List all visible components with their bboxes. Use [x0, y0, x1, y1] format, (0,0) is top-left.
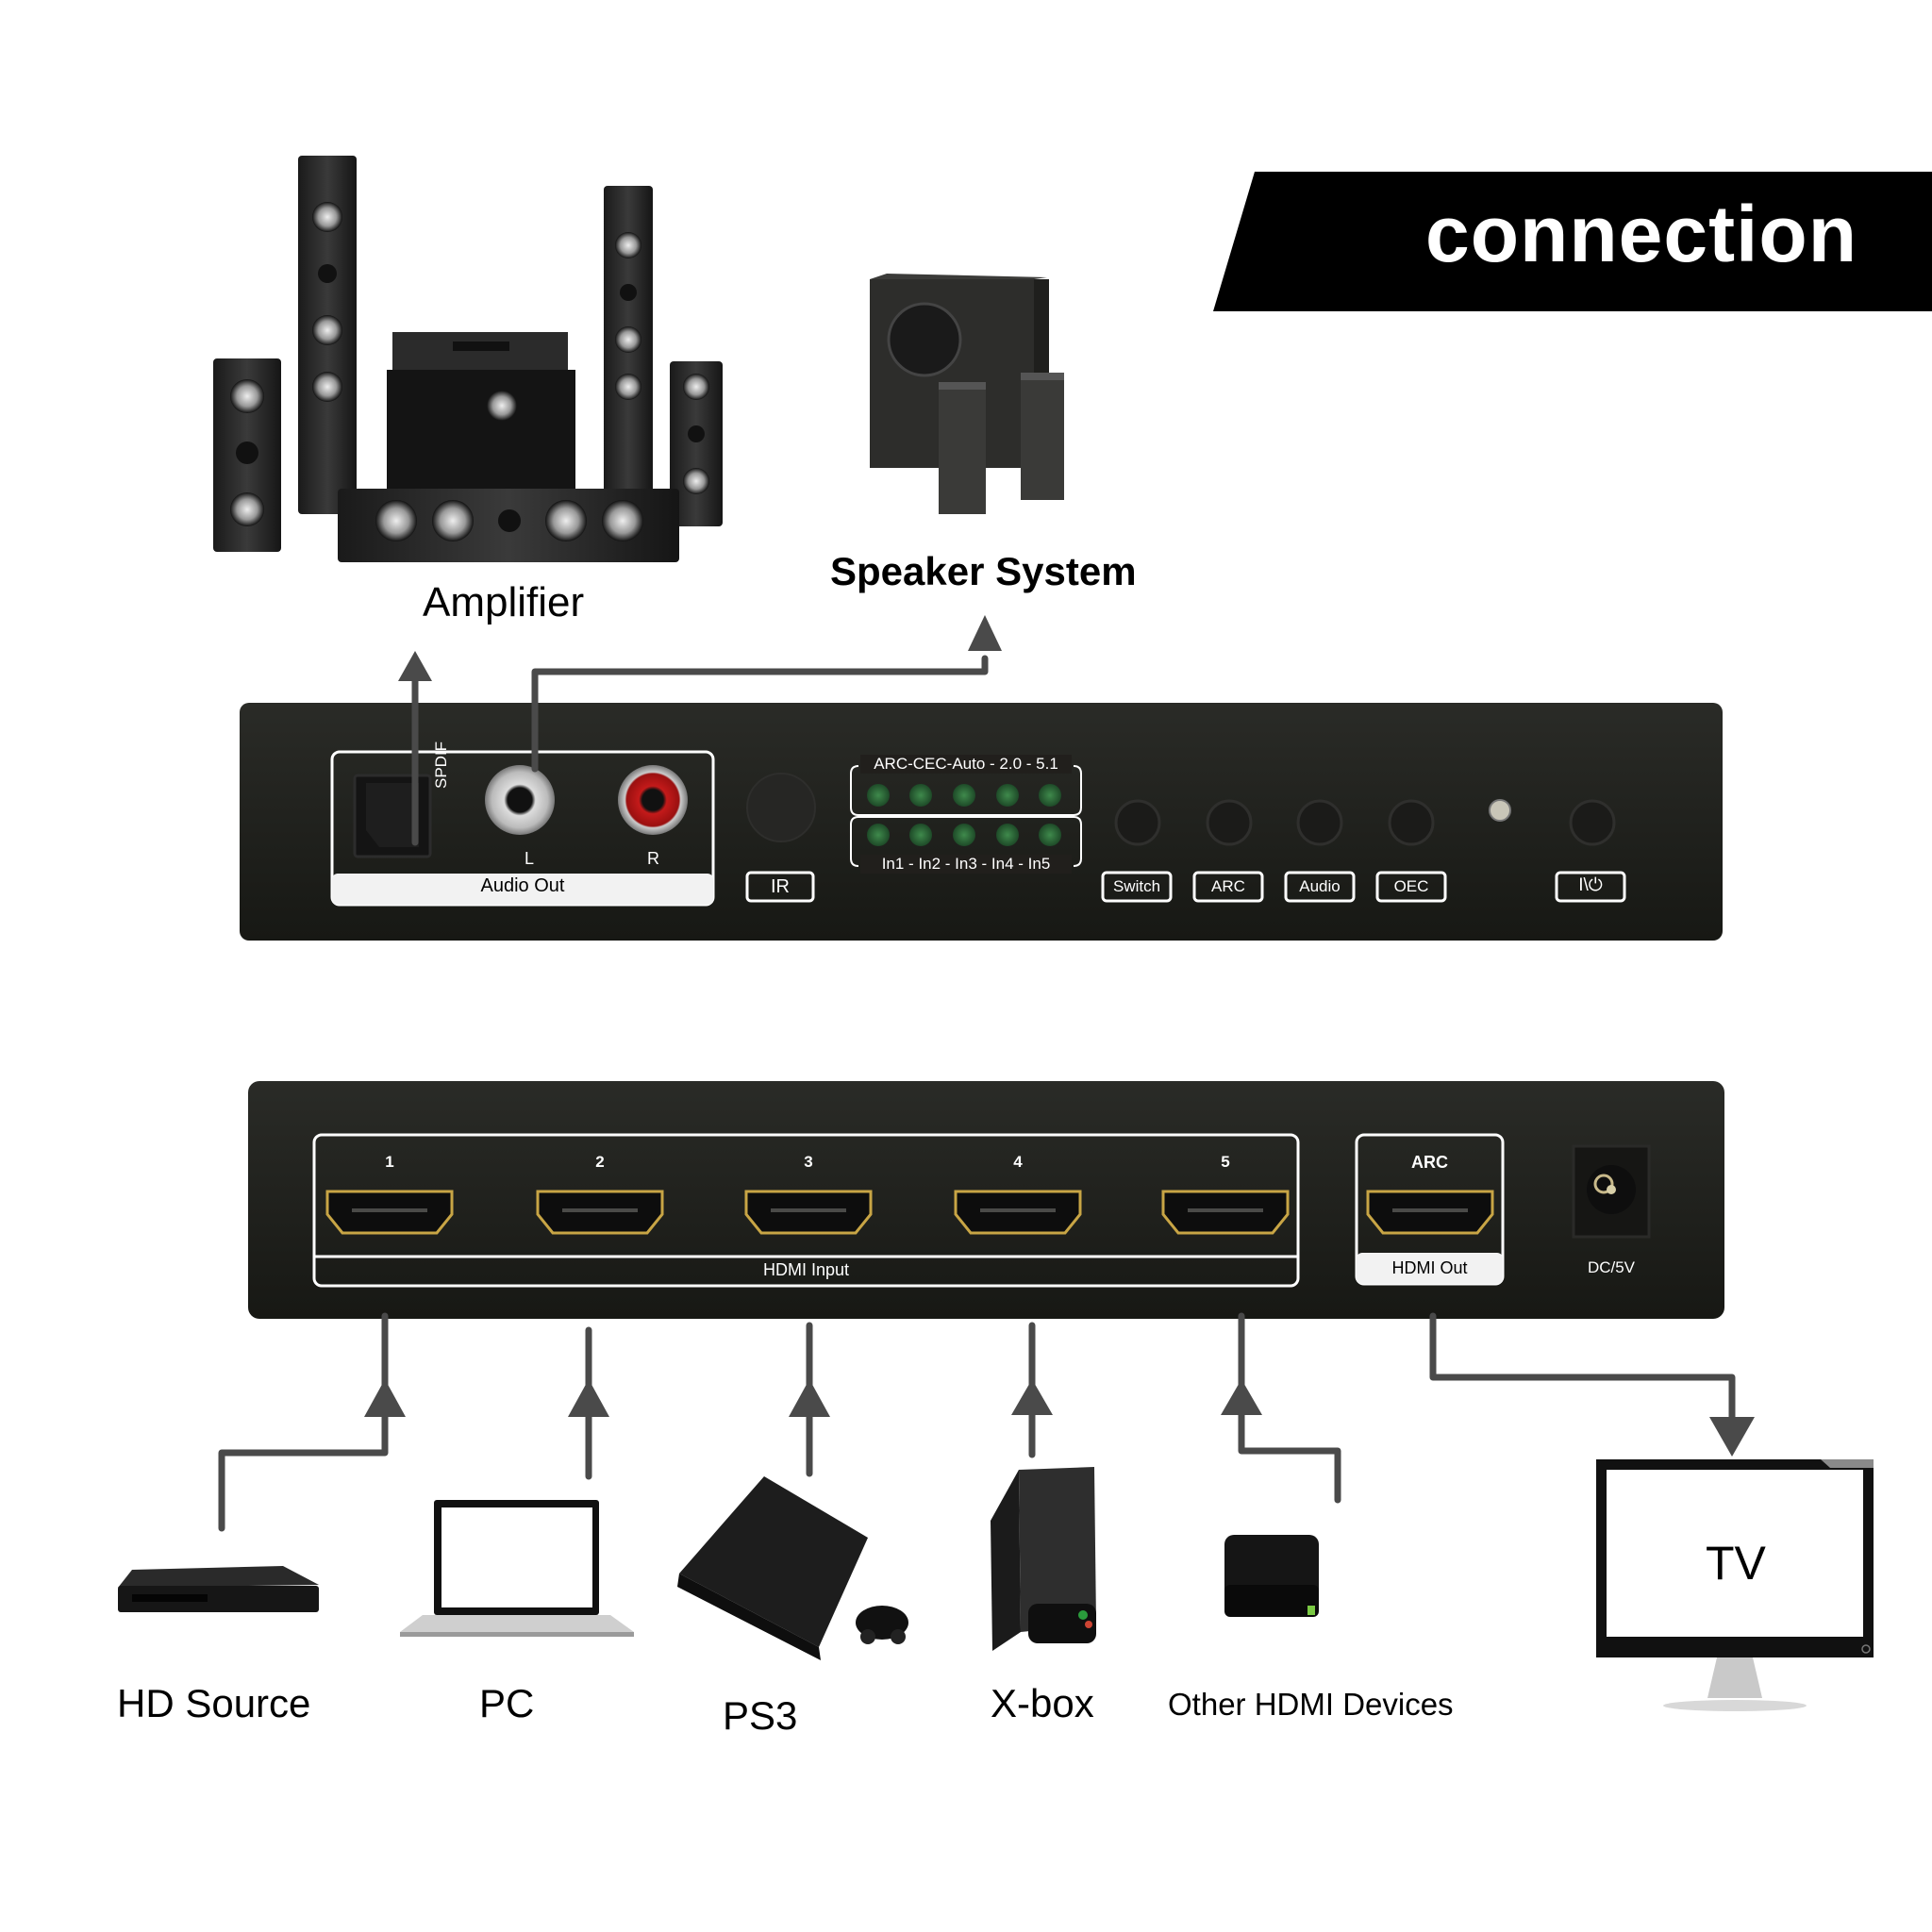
arrow-up-icon — [364, 1379, 406, 1417]
led-cec — [909, 784, 932, 807]
hdmi-input-port-4-pins — [980, 1208, 1056, 1212]
arrow-up-icon — [1011, 1379, 1053, 1415]
xbox-label: X-box — [991, 1681, 1094, 1725]
dc-power-label: DC/5V — [1587, 1258, 1636, 1276]
rca-left-jack[interactable] — [485, 765, 555, 835]
led-arc — [867, 784, 890, 807]
hdmi-input-2-number: 2 — [595, 1153, 605, 1171]
arrow-up-icon — [398, 651, 432, 681]
ps3-label: PS3 — [723, 1693, 798, 1738]
arrow-up-icon — [568, 1379, 609, 1417]
blu-ray-player-icon — [118, 1566, 319, 1612]
indicator-leds — [867, 784, 1061, 846]
rca-right-label: R — [647, 849, 659, 868]
led-in2 — [909, 824, 932, 846]
input1-line — [218, 1312, 389, 1532]
led-20 — [996, 784, 1019, 807]
home-theater-icon — [213, 156, 723, 562]
hdmi-input-port-5-pins — [1188, 1208, 1263, 1212]
switch-button-label[interactable]: Switch — [1112, 877, 1161, 895]
other-hdmi-devices-label: Other HDMI Devices — [1168, 1687, 1454, 1722]
hdmi-input-label: HDMI Input — [762, 1260, 850, 1279]
tv-screen-label: TV — [1706, 1537, 1766, 1590]
arrow-up-icon — [968, 615, 1002, 651]
spdif-label: SPDIF — [432, 741, 450, 789]
led-51 — [1039, 784, 1061, 807]
oec-button-label[interactable]: OEC — [1393, 877, 1429, 895]
xbox-icon — [991, 1467, 1096, 1651]
arrow-up-icon — [1221, 1379, 1262, 1415]
hdmi-out-label: HDMI Out — [1391, 1258, 1468, 1277]
arrowheads — [364, 615, 1755, 1457]
hdmi-input-1-number: 1 — [385, 1153, 394, 1171]
hdmi-output-port-pins — [1392, 1208, 1468, 1212]
arrow-up-icon — [789, 1379, 830, 1417]
speaker-system-label: Speaker System — [830, 549, 1137, 593]
hdmi-input-port-2-pins — [562, 1208, 638, 1212]
indicator-bottom-label: In1 - In2 - In3 - In4 - In5 — [860, 855, 1072, 874]
led-in1 — [867, 824, 890, 846]
audio-button-label[interactable]: Audio — [1299, 877, 1341, 895]
led-in4 — [996, 824, 1019, 846]
hdmi-ports — [325, 1190, 1494, 1235]
rca-right-jack[interactable] — [618, 765, 688, 835]
indicator-top-label: ARC-CEC-Auto - 2.0 - 5.1 — [860, 755, 1072, 774]
led-in5 — [1039, 824, 1061, 846]
hdmi-input-4-number: 4 — [1013, 1153, 1023, 1171]
audio-out-label: Audio Out — [480, 875, 565, 896]
ir-label: IR — [771, 876, 790, 897]
hd-source-label: HD Source — [117, 1681, 311, 1725]
arc-button-label[interactable]: ARC — [1211, 877, 1245, 895]
front-buttons — [1114, 799, 1616, 846]
led-in3 — [953, 824, 975, 846]
switch-button[interactable] — [1114, 799, 1161, 846]
hdmi-input-5-number: 5 — [1221, 1153, 1230, 1171]
banner-title: connection — [1424, 190, 1857, 278]
audio-button[interactable] — [1296, 799, 1343, 846]
arrow-down-icon — [1709, 1417, 1755, 1457]
oec-button[interactable] — [1388, 799, 1435, 846]
tv-icon — [1596, 1459, 1874, 1711]
arc-output-label: ARC — [1411, 1153, 1448, 1172]
hdmi-input-port-1-pins — [352, 1208, 427, 1212]
speaker-system-icon — [870, 274, 1064, 514]
output-line — [1429, 1312, 1736, 1428]
ps3-icon — [677, 1476, 908, 1660]
laptop-icon — [400, 1500, 634, 1637]
media-box-icon — [1224, 1535, 1319, 1617]
pc-label: PC — [479, 1681, 535, 1725]
front-panel — [240, 703, 1723, 941]
rca-left-label: L — [525, 849, 535, 868]
arc-button[interactable] — [1206, 799, 1253, 846]
rca-line — [531, 655, 989, 773]
power-button[interactable] — [1569, 799, 1616, 846]
power-button-label[interactable]: I\⏻ — [1578, 875, 1603, 895]
hdmi-input-3-number: 3 — [804, 1153, 813, 1171]
amplifier-label: Amplifier — [423, 579, 585, 625]
led-auto — [953, 784, 975, 807]
hdmi-input-port-3-pins — [771, 1208, 846, 1212]
